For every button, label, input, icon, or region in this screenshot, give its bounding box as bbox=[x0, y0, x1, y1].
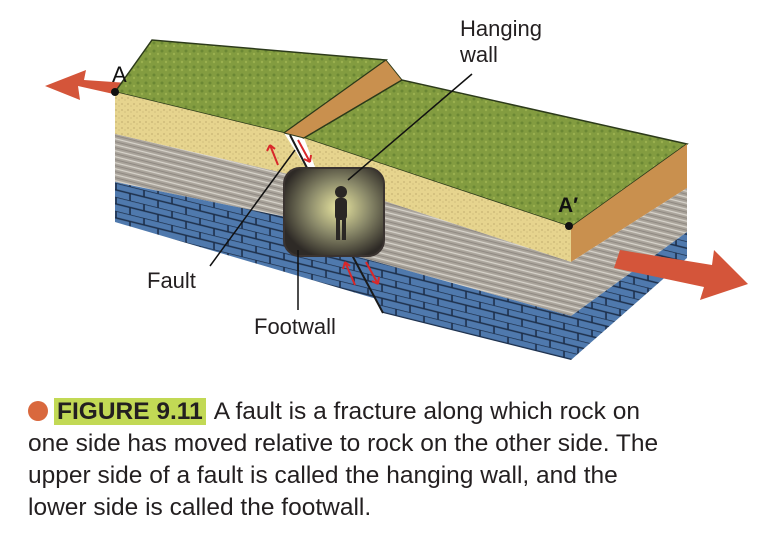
caption-line-4: lower side is called the footwall. bbox=[28, 494, 372, 521]
point-a-prime-marker bbox=[565, 222, 573, 230]
fault-block-diagram bbox=[45, 39, 748, 360]
person-silhouette-icon bbox=[335, 186, 347, 240]
point-a-label: A bbox=[112, 62, 127, 87]
caption-text-1: A fault is a fracture along which rock o… bbox=[213, 398, 640, 425]
hanging-wall-limestone-layer bbox=[352, 255, 571, 360]
hanging-wall-label-line2: wall bbox=[460, 42, 498, 67]
fault-label: Fault bbox=[147, 268, 196, 293]
right-extension-arrow bbox=[614, 250, 748, 300]
footwall-sandstone-layer bbox=[115, 92, 314, 180]
hanging-wall-label: Hanging wall bbox=[460, 16, 542, 68]
footwall-label: Footwall bbox=[254, 314, 336, 339]
caption-line-3: upper side of a fault is called the hang… bbox=[28, 462, 618, 489]
caption-line-2: one side has moved relative to rock on t… bbox=[28, 430, 659, 457]
fault-motion-arrows bbox=[266, 139, 380, 286]
fault-cave-window bbox=[283, 167, 385, 257]
point-a-prime-label: A′ bbox=[558, 194, 579, 217]
figure-caption: FIGURE 9.11 A fault is a fracture along w… bbox=[28, 396, 758, 524]
side-sandstone-layer bbox=[571, 144, 687, 262]
figure-number: FIGURE 9.11 bbox=[54, 398, 206, 425]
hanging-wall-leader bbox=[347, 73, 473, 181]
footwall-limestone-layer bbox=[115, 182, 380, 300]
point-a-marker bbox=[111, 88, 119, 96]
bullet-dot-icon bbox=[28, 401, 48, 421]
fault-leader bbox=[209, 149, 296, 267]
hanging-wall-label-line1: Hanging bbox=[460, 16, 542, 41]
caption-line-1: FIGURE 9.11 A fault is a fracture along w… bbox=[28, 396, 758, 428]
